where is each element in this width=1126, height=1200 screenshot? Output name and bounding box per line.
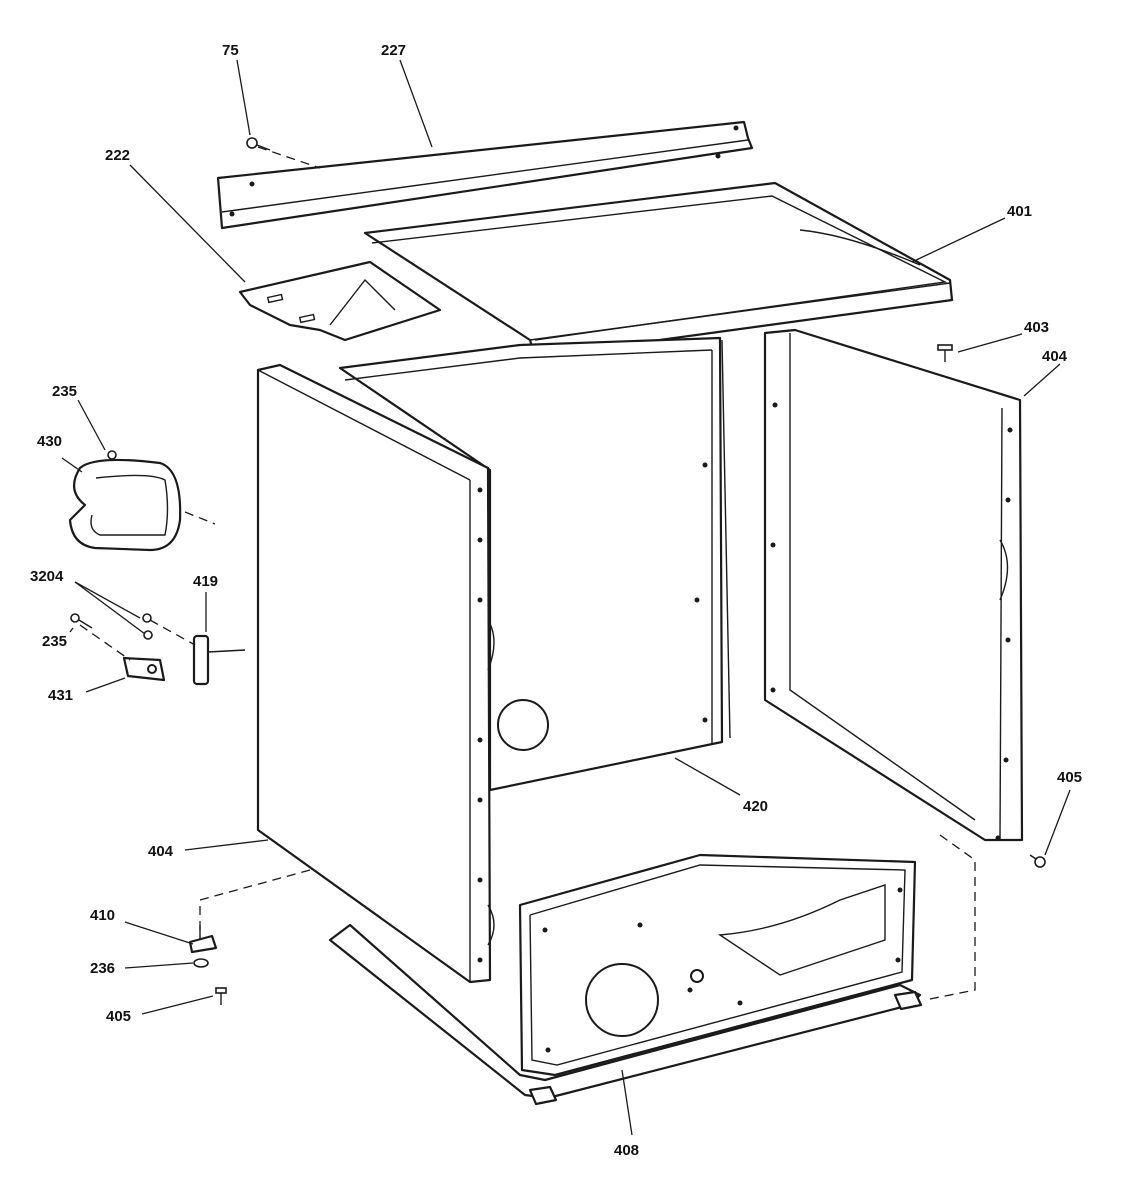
label-403: 403 — [1024, 319, 1049, 336]
label-410: 410 — [90, 907, 115, 924]
label-235-top: 235 — [52, 383, 77, 400]
label-404-right: 404 — [1042, 348, 1068, 365]
bracket-431 — [122, 656, 166, 682]
screw-75 — [246, 137, 271, 151]
washer-236 — [193, 958, 209, 968]
label-401: 401 — [1007, 203, 1032, 220]
screw-235-bottom — [70, 613, 93, 629]
label-236: 236 — [90, 960, 115, 977]
top-rail-227 — [216, 120, 754, 230]
label-3204: 3204 — [30, 568, 64, 585]
label-420: 420 — [743, 798, 768, 815]
assembly-lines — [79, 146, 976, 1001]
screw-403 — [937, 344, 953, 362]
right-side-panel-404 — [763, 328, 1024, 842]
hinge-419 — [192, 634, 246, 686]
label-431: 431 — [48, 687, 73, 704]
screw-235-top — [107, 450, 117, 460]
label-430: 430 — [37, 433, 62, 450]
leader-lines — [61, 59, 1071, 1136]
door-hinge-cover-430 — [68, 458, 182, 552]
label-408: 408 — [614, 1142, 639, 1159]
part-labels: 75 227 222 401 403 404 235 430 3204 419 … — [30, 42, 1082, 1159]
label-404-left: 404 — [148, 843, 174, 860]
rear-bracket-222 — [238, 260, 442, 342]
left-side-panel-404 — [256, 363, 495, 984]
top-panel-401 — [363, 181, 954, 359]
label-75: 75 — [222, 42, 239, 59]
screw-405-right — [1029, 854, 1046, 868]
cabinet-rear-420 — [338, 336, 731, 792]
base-frame-408 — [328, 853, 923, 1106]
label-419: 419 — [193, 573, 218, 590]
label-222: 222 — [105, 147, 130, 164]
label-405-left: 405 — [106, 1008, 131, 1025]
leveling-leg-410 — [188, 925, 218, 954]
screws-3204 — [142, 613, 153, 640]
screw-405-left — [215, 987, 227, 1005]
label-405-right: 405 — [1057, 769, 1082, 786]
label-235-bottom: 235 — [42, 633, 67, 650]
label-227: 227 — [381, 42, 406, 59]
